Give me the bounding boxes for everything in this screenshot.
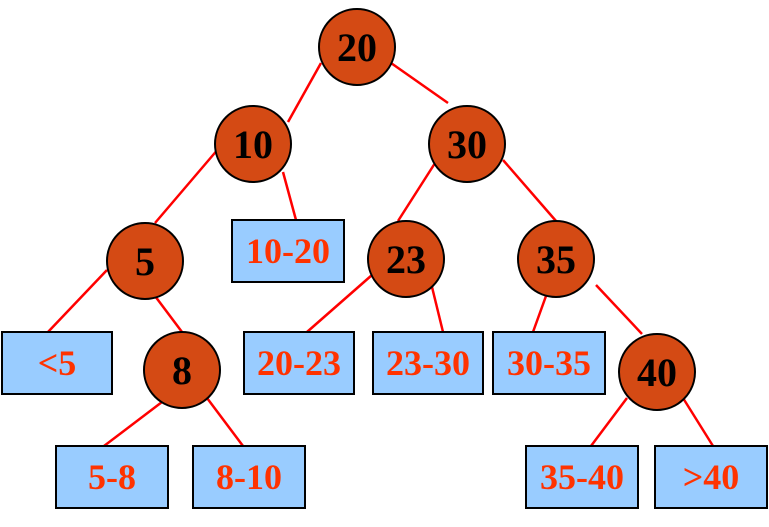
leaf-range-box: 30-35 bbox=[492, 331, 606, 395]
node-circle bbox=[318, 8, 396, 86]
tree-node: 23 bbox=[367, 220, 445, 298]
tree-node: 8 bbox=[143, 331, 221, 409]
tree-node: 5 bbox=[106, 222, 184, 300]
leaf-label: 23-30 bbox=[386, 343, 470, 383]
node-circle bbox=[618, 333, 696, 411]
leaf-range-box: 35-40 bbox=[525, 445, 639, 509]
leaf-box-rect bbox=[525, 445, 639, 509]
leaf-box-rect bbox=[492, 331, 606, 395]
node-key-label: 8 bbox=[172, 348, 192, 393]
edge-n20-to-n30 bbox=[390, 61, 449, 105]
nodes-layer: 20 10 30 5 23 35 8 40 bbox=[106, 8, 696, 411]
tree-node: 10 bbox=[214, 105, 292, 183]
edge-n30-to-n23 bbox=[396, 159, 439, 222]
node-key-label: 35 bbox=[536, 237, 576, 282]
node-key-label: 23 bbox=[386, 237, 426, 282]
leaf-label: 8-10 bbox=[216, 457, 282, 497]
node-key-label: 30 bbox=[447, 122, 487, 167]
node-circle bbox=[428, 105, 506, 183]
leaf-range-box: >40 bbox=[654, 445, 768, 509]
leaf-range-box: <5 bbox=[1, 331, 113, 395]
tree-node: 35 bbox=[517, 220, 595, 298]
edge-n40-to-l_gt40 bbox=[681, 397, 715, 447]
edge-n20-to-n10 bbox=[286, 62, 323, 123]
leaf-range-box: 10-20 bbox=[231, 219, 345, 283]
leaf-box-rect bbox=[1, 331, 113, 395]
leaf-label: >40 bbox=[683, 457, 740, 497]
edge-n40-to-l_35_40 bbox=[590, 397, 628, 447]
edge-n8-to-l_5_8 bbox=[103, 401, 163, 447]
leaf-range-box: 8-10 bbox=[192, 445, 306, 509]
leaf-box-rect bbox=[243, 331, 355, 395]
edge-n23-to-l_20_23 bbox=[306, 274, 373, 333]
tree-node: 20 bbox=[318, 8, 396, 86]
node-key-label: 20 bbox=[337, 25, 377, 70]
tree-node: 30 bbox=[428, 105, 506, 183]
leaf-box-rect bbox=[192, 445, 306, 509]
node-circle bbox=[367, 220, 445, 298]
leaf-range-box: 23-30 bbox=[372, 331, 484, 395]
node-circle bbox=[214, 105, 292, 183]
edges-layer bbox=[47, 61, 715, 447]
leaf-box-rect bbox=[55, 445, 169, 509]
leaves-layer: <5 10-20 20-23 23-30 30-35 5-8 8-10 35-40 >40 bbox=[1, 219, 768, 509]
edge-n5-to-l_lt5 bbox=[47, 269, 108, 333]
leaf-box-rect bbox=[654, 445, 768, 509]
node-circle bbox=[517, 220, 595, 298]
edge-n10-to-n5 bbox=[154, 147, 220, 224]
node-circle bbox=[106, 222, 184, 300]
edge-n10-to-l_10_20 bbox=[281, 171, 298, 221]
edge-n30-to-n35 bbox=[502, 159, 557, 222]
edge-n23-to-l_23_30 bbox=[430, 286, 445, 333]
edge-n5-to-n8 bbox=[154, 295, 183, 333]
node-key-label: 5 bbox=[135, 239, 155, 284]
leaf-range-box: 20-23 bbox=[243, 331, 355, 395]
leaf-label: <5 bbox=[38, 343, 77, 383]
leaf-label: 20-23 bbox=[257, 343, 341, 383]
leaf-range-box: 5-8 bbox=[55, 445, 169, 509]
tree-node: 40 bbox=[618, 333, 696, 411]
edge-n35-to-l_30_35 bbox=[531, 295, 548, 333]
leaf-box-rect bbox=[231, 219, 345, 283]
node-key-label: 10 bbox=[233, 122, 273, 167]
leaf-label: 5-8 bbox=[88, 457, 136, 497]
leaf-label: 10-20 bbox=[246, 231, 330, 271]
node-circle bbox=[143, 331, 221, 409]
node-key-label: 40 bbox=[637, 350, 677, 395]
leaf-label: 35-40 bbox=[540, 457, 624, 497]
edge-n8-to-l_8_10 bbox=[206, 397, 244, 447]
leaf-box-rect bbox=[372, 331, 484, 395]
edge-n35-to-n40 bbox=[595, 284, 643, 335]
leaf-label: 30-35 bbox=[507, 343, 591, 383]
